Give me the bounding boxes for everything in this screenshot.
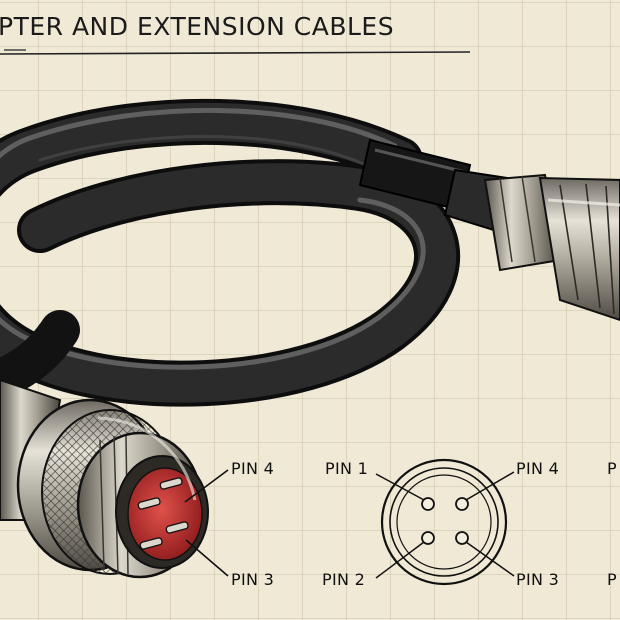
right-connector: [358, 138, 620, 322]
edge-label-top: P: [607, 459, 617, 478]
title-underline: [0, 51, 471, 55]
left-label-pin3: PIN 3: [231, 570, 275, 589]
pinout-leader-lines: [375, 471, 515, 579]
cable: [0, 98, 460, 407]
pinout-diagram: [375, 458, 515, 586]
edge-label-bottom: P: [607, 570, 617, 589]
pinout-label-pin2: PIN 2: [322, 570, 366, 589]
page-title: PTER AND EXTENSION CABLES: [0, 12, 395, 41]
left-connector: [0, 378, 209, 579]
pinout-label-pin4: PIN 4: [516, 459, 560, 478]
pinout-label-pin1: PIN 1: [325, 459, 369, 478]
left-label-pin4: PIN 4: [231, 459, 275, 478]
pinout-label-pin3: PIN 3: [516, 570, 560, 589]
pinout-pins: [421, 497, 469, 545]
connector-pins: [137, 477, 189, 550]
left-leader-lines: [184, 469, 229, 577]
